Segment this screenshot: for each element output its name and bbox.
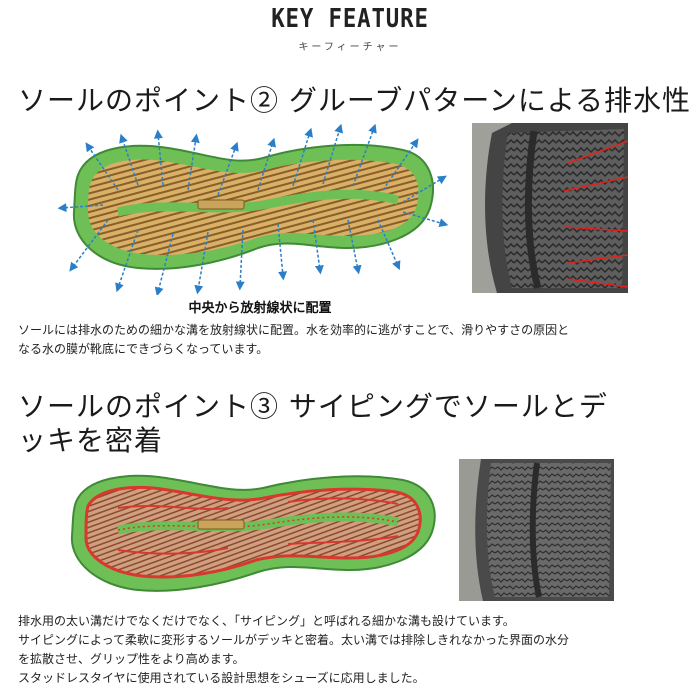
- section2-body-line: 排水用の太い溝だけでなくだけでなく、「サイピング」と呼ばれる細かな溝も設けていま…: [18, 614, 515, 628]
- section2-body-line: スタッドレスタイヤに使用されている設計思想をシューズに応用しました。: [18, 671, 425, 685]
- section2-heading: ソールのポイント③ サイピングでソールとデ ッキを密着: [18, 390, 698, 458]
- section1-body-line: なる水の膜が靴底にできづらくなっています。: [18, 342, 269, 356]
- sole-groove-photo: [472, 123, 628, 293]
- sole-groove-illustration: [58, 123, 449, 295]
- key-feature-title: KEY FEATURE: [271, 4, 429, 34]
- sole-siping-illustration: [70, 474, 436, 592]
- section2-heading-line: ソールのポイント③ サイピングでソールとデ: [18, 390, 608, 423]
- key-feature-subtitle: キーフィーチャー: [298, 42, 402, 53]
- section1-body-line: ソールには排水のための細かな溝を放射線状に配置。水を効率的に逃がすことで、滑りや…: [18, 323, 570, 337]
- section1-body: ソールには排水のための細かな溝を放射線状に配置。水を効率的に逃がすことで、滑りや…: [18, 321, 688, 359]
- section2-heading-line: ッキを密着: [18, 424, 164, 457]
- sole-siping-photo: [459, 459, 614, 601]
- section2-body: 排水用の太い溝だけでなくだけでなく、「サイピング」と呼ばれる細かな溝も設けていま…: [18, 612, 688, 688]
- section2-body-line: を拡散させ、グリップ性をより高めます。: [18, 652, 245, 666]
- section1-heading: ソールのポイント② グルーブパターンによる排水性: [18, 84, 691, 117]
- section2-body-line: サイピングによって柔軟に変形するソールがデッキと密着。太い溝では排除しきれなかっ…: [18, 633, 570, 647]
- sole-image-caption: 中央から放射線状に配置: [188, 301, 332, 316]
